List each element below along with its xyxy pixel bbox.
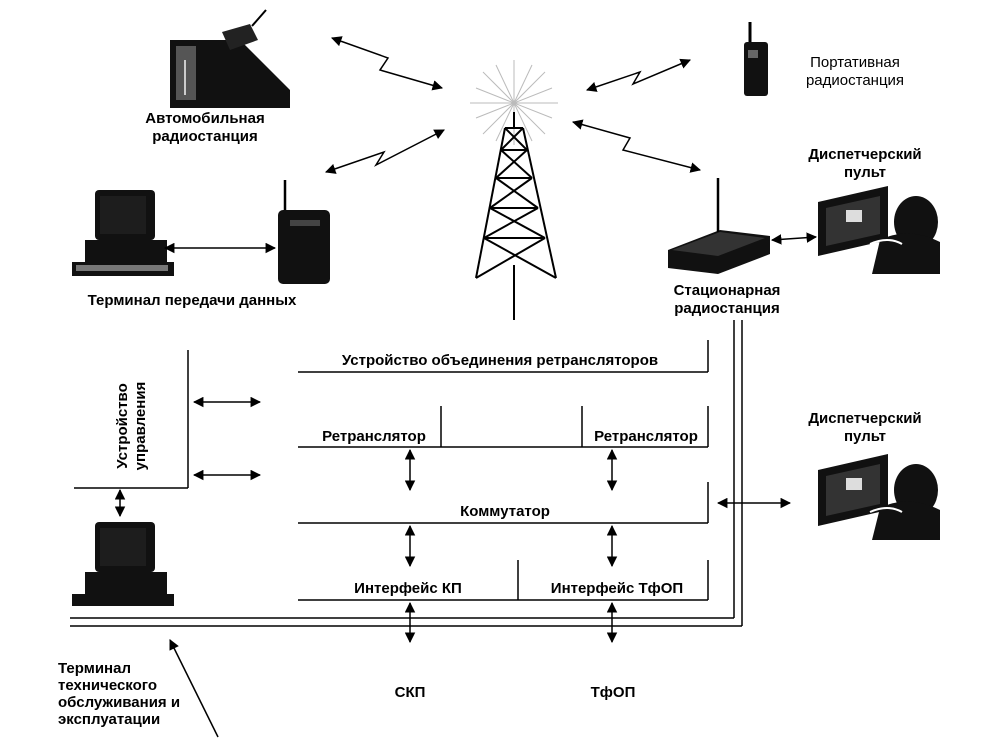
radio-link-stationary xyxy=(571,119,702,173)
label-interface-tfop: Интерфейс ТфОП xyxy=(550,580,684,597)
radio-link-portable xyxy=(586,58,691,92)
maintenance-terminal-icon xyxy=(72,522,174,606)
label-repeater-combiner: Устройство объединения ретрансляторов xyxy=(341,352,659,369)
walkie-talkie-icon xyxy=(744,22,768,96)
label-tfop: ТфОП xyxy=(590,684,636,701)
radio-link-data-terminal xyxy=(325,129,445,174)
label-data-terminal: Терминал передачи данных xyxy=(87,292,297,309)
computer-terminal-icon xyxy=(72,190,174,276)
internal-arrows xyxy=(114,396,618,738)
radio-modem-icon xyxy=(278,180,330,284)
label-car-radio: Автомобильная радиостанция xyxy=(145,110,265,145)
label-portable-radio: Портативная радиостанция xyxy=(805,54,905,89)
label-maintenance-terminal: Терминал технического обслуживания и экс… xyxy=(58,660,181,728)
link-station-dispatcher xyxy=(770,232,818,245)
label-skp: СКП xyxy=(394,684,426,701)
radio-tower-icon xyxy=(470,60,558,320)
label-dispatcher-top: Диспетчерский пульт xyxy=(808,146,922,181)
car-radio-icon xyxy=(170,9,290,108)
label-repeater-2: Ретранслятор xyxy=(594,428,698,445)
label-switch: Коммутатор xyxy=(460,503,550,520)
label-control-device: Устройство управления xyxy=(114,381,149,471)
label-interface-kp: Интерфейс КП xyxy=(354,580,462,597)
base-station-icon xyxy=(668,178,770,274)
dispatcher-operator-icon-bottom xyxy=(818,454,940,540)
dispatcher-operator-icon xyxy=(818,186,940,274)
label-stationary-radio: Стационарная радиостанция xyxy=(673,282,781,317)
label-dispatcher-bottom: Диспетчерский пульт xyxy=(808,410,922,445)
label-repeater-1: Ретранслятор xyxy=(322,428,426,445)
radio-link-car xyxy=(331,36,444,91)
equipment-frame xyxy=(70,320,743,627)
